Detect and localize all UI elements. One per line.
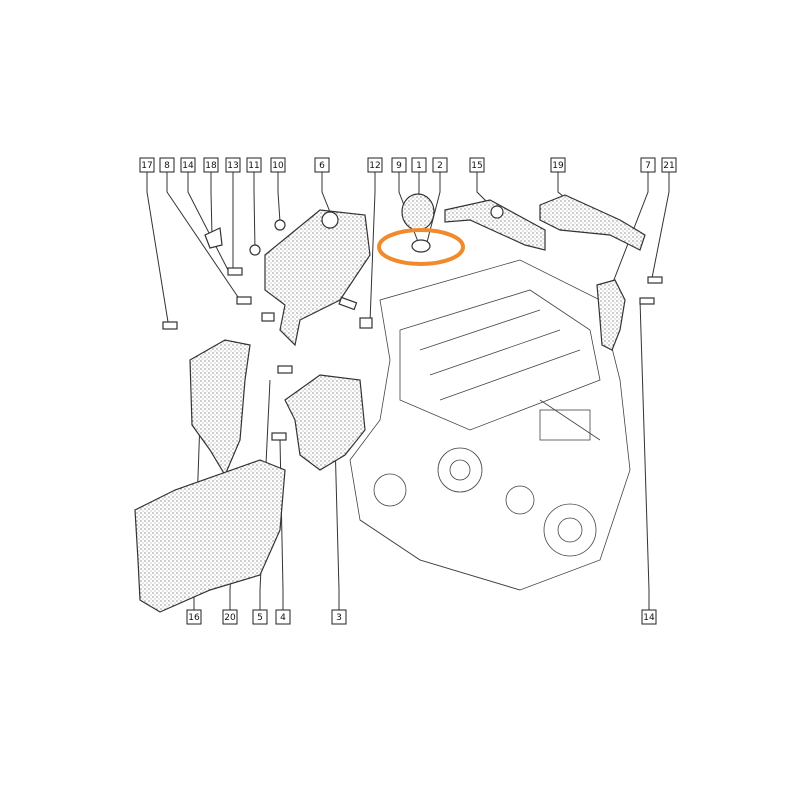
leader-line — [651, 172, 670, 279]
callout-number: 20 — [224, 613, 236, 623]
leader-line — [609, 172, 649, 291]
callout-box — [252, 609, 268, 625]
callout-number: 8 — [164, 161, 170, 171]
callout-bottom-3[interactable]: 3 — [331, 609, 347, 625]
callout-number: 7 — [645, 161, 651, 171]
callout-box — [391, 157, 407, 173]
leader-line — [321, 172, 331, 213]
callout-top-7[interactable]: 7 — [640, 157, 656, 173]
callout-number: 19 — [552, 161, 564, 171]
leader-line — [369, 172, 376, 323]
callout-number: 13 — [227, 161, 238, 171]
callout-bottom-20[interactable]: 20 — [222, 609, 238, 625]
callout-box — [225, 157, 241, 173]
callout-number: 6 — [319, 161, 325, 171]
callout-box — [203, 157, 219, 173]
callout-top-13[interactable]: 13 — [225, 157, 241, 173]
callout-box — [314, 157, 330, 173]
callout-bottom-5[interactable]: 5 — [252, 609, 268, 625]
leader-line — [253, 172, 256, 251]
callout-box — [661, 157, 677, 173]
callout-box — [222, 609, 238, 625]
callout-box — [186, 609, 202, 625]
heat-shields — [134, 321, 366, 613]
callout-bottom-4[interactable]: 4 — [275, 609, 291, 625]
callout-number: 16 — [188, 613, 200, 623]
callout-number: 5 — [257, 613, 263, 623]
callout-box — [641, 609, 657, 625]
callout-number: 10 — [272, 161, 284, 171]
leader-line — [639, 299, 650, 610]
callout-number: 1 — [416, 161, 422, 171]
highlight-ellipse — [377, 228, 465, 266]
callout-top-11[interactable]: 11 — [246, 157, 262, 173]
callout-box — [640, 157, 656, 173]
leader-line — [187, 172, 229, 271]
callout-box — [432, 157, 448, 173]
callout-top-21[interactable]: 21 — [661, 157, 677, 173]
callout-number: 21 — [663, 161, 674, 171]
callout-box — [246, 157, 262, 173]
callout-top-12[interactable]: 12 — [367, 157, 383, 173]
leader-line — [334, 439, 340, 610]
callout-box — [469, 157, 485, 173]
callout-top-10[interactable]: 10 — [270, 157, 286, 173]
callout-number: 14 — [182, 161, 194, 171]
callout-number: 2 — [437, 161, 443, 171]
bracket-part-6 — [204, 209, 373, 347]
callout-box — [180, 157, 196, 173]
callout-box — [411, 157, 427, 173]
callout-number: 18 — [205, 161, 217, 171]
callout-bottom-14[interactable]: 14 — [641, 609, 657, 625]
callout-number: 17 — [141, 161, 152, 171]
callout-number: 4 — [280, 613, 286, 623]
callout-box — [270, 157, 286, 173]
callout-top-15[interactable]: 15 — [469, 157, 485, 173]
callout-top-2[interactable]: 2 — [432, 157, 448, 173]
engine-block — [349, 259, 631, 591]
callout-number: 14 — [643, 613, 655, 623]
leader-line — [259, 379, 271, 610]
leader-line — [166, 172, 241, 301]
leader-line — [146, 172, 169, 323]
callout-number: 15 — [471, 161, 482, 171]
bracket-part-7 — [596, 276, 663, 351]
callout-top-17[interactable]: 17 — [139, 157, 155, 173]
callout-top-1[interactable]: 1 — [411, 157, 427, 173]
callout-top-19[interactable]: 19 — [550, 157, 566, 173]
callout-top-8[interactable]: 8 — [159, 157, 175, 173]
hose-and-cap-parts — [401, 193, 646, 253]
callout-bottom-16[interactable]: 16 — [186, 609, 202, 625]
callout-top-18[interactable]: 18 — [203, 157, 219, 173]
callout-box — [275, 609, 291, 625]
callout-top-9[interactable]: 9 — [391, 157, 407, 173]
callout-number: 11 — [248, 161, 259, 171]
callout-box — [550, 157, 566, 173]
callout-top-14[interactable]: 14 — [180, 157, 196, 173]
leader-line — [210, 172, 213, 237]
callout-number: 3 — [336, 613, 342, 623]
callout-box — [367, 157, 383, 173]
callout-box — [159, 157, 175, 173]
callout-number: 12 — [369, 161, 380, 171]
callout-number: 9 — [396, 161, 402, 171]
leader-line — [277, 172, 281, 223]
callout-box — [331, 609, 347, 625]
callout-box — [139, 157, 155, 173]
callout-top-6[interactable]: 6 — [314, 157, 330, 173]
